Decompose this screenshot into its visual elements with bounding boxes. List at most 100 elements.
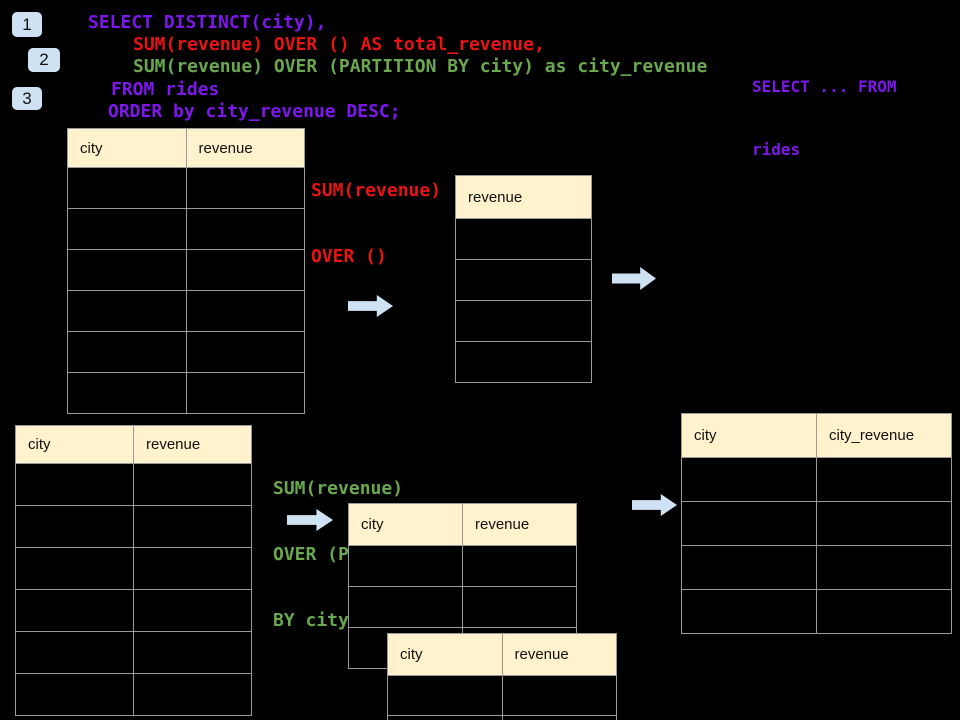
table-cell-empty	[348, 586, 463, 628]
step-badge-1: 1	[12, 12, 42, 37]
table-cell-empty	[133, 673, 252, 716]
table-cell-empty	[455, 259, 592, 301]
table-cell-empty	[681, 545, 817, 590]
table-cell-empty	[67, 372, 187, 414]
table-row	[455, 341, 592, 383]
table-cell-empty	[816, 457, 952, 502]
column-header-revenue: revenue	[185, 128, 305, 168]
table-cell-empty	[681, 501, 817, 546]
table-row	[15, 631, 252, 674]
sql-line-total-revenue: SUM(revenue) OVER () AS total_revenue,	[133, 34, 545, 55]
table-cell-empty	[15, 673, 134, 716]
table-row	[455, 300, 592, 342]
table-row	[387, 675, 617, 716]
column-header-city: city	[15, 425, 134, 464]
table-cell-empty	[185, 290, 305, 332]
table-row	[67, 208, 305, 250]
table-cell-empty	[15, 631, 134, 674]
table-cell-empty	[67, 167, 187, 209]
side-note-line-1: SELECT ... FROM	[752, 77, 897, 96]
table-cell-empty	[816, 501, 952, 546]
side-note-line-2: rides	[752, 140, 801, 159]
table-cell-empty	[185, 208, 305, 250]
table-cell-empty	[15, 463, 134, 506]
column-header-revenue: revenue	[455, 175, 592, 219]
table-partition-front: city revenue	[387, 633, 617, 720]
table-cell-empty	[462, 586, 577, 628]
table-cell-empty	[15, 589, 134, 632]
table-cell-empty	[455, 218, 592, 260]
table-row	[681, 457, 952, 502]
column-header-city-revenue: city_revenue	[816, 413, 952, 458]
sql-line-select: SELECT DISTINCT(city),	[88, 12, 327, 33]
annotation-line: SUM(revenue)	[311, 180, 442, 201]
table-final-result: city city_revenue	[681, 413, 952, 634]
table-cell-empty	[185, 331, 305, 373]
table-cell-empty	[681, 589, 817, 634]
table-row	[348, 586, 577, 628]
table-cell-empty	[816, 589, 952, 634]
table-cell-empty	[185, 372, 305, 414]
step-badge-3: 3	[12, 87, 42, 110]
annotation-sum-over-total: SUM(revenue) OVER ()	[311, 136, 441, 312]
table-cell-empty	[133, 505, 252, 548]
table-cell-empty	[185, 167, 305, 209]
annotation-line: BY city)	[273, 610, 360, 631]
table-cell-empty	[133, 547, 252, 590]
table-source-bottom: city revenue	[15, 425, 252, 716]
table-cell-empty	[185, 249, 305, 291]
table-cell-empty	[455, 300, 592, 342]
table-row	[67, 249, 305, 291]
table-row	[67, 290, 305, 332]
table-row	[15, 547, 252, 590]
table-source-top: city revenue	[67, 128, 305, 414]
table-cell-empty	[133, 631, 252, 674]
table-row	[15, 589, 252, 632]
table-cell-empty	[133, 589, 252, 632]
table-row	[15, 673, 252, 716]
table-cell-empty	[681, 457, 817, 502]
table-row	[348, 545, 577, 587]
table-row	[15, 505, 252, 548]
table-row	[67, 167, 305, 209]
table-row	[681, 545, 952, 590]
right-arrow-icon	[632, 494, 677, 516]
sql-line-city-revenue: SUM(revenue) OVER (PARTITION BY city) as…	[133, 56, 708, 77]
table-cell-empty	[501, 675, 617, 716]
table-row	[455, 259, 592, 301]
sql-line-from: FROM rides	[111, 79, 220, 100]
annotation-line: SUM(revenue)	[273, 478, 404, 499]
table-cell-empty	[67, 331, 187, 373]
table-row	[681, 589, 952, 634]
sql-line-order-by: ORDER by city_revenue DESC;	[108, 101, 401, 122]
table-row	[455, 218, 592, 260]
table-cell-empty	[15, 505, 134, 548]
table-cell-empty	[67, 208, 187, 250]
table-cell-empty	[133, 463, 252, 506]
column-header-city: city	[348, 503, 463, 546]
table-cell-empty	[67, 290, 187, 332]
table-cell-empty	[455, 341, 592, 383]
column-header-revenue: revenue	[462, 503, 577, 546]
column-header-city: city	[387, 633, 503, 676]
table-cell-empty	[462, 545, 577, 587]
side-note-select-from-rides: SELECT ... FROM rides	[752, 34, 897, 202]
table-cell-empty	[501, 715, 617, 720]
table-cell-empty	[387, 715, 503, 720]
table-total-revenue-result: revenue	[455, 175, 592, 383]
column-header-revenue: revenue	[501, 633, 617, 676]
table-row	[67, 331, 305, 373]
right-arrow-icon	[612, 267, 656, 290]
step-badge-2: 2	[28, 48, 60, 72]
annotation-line: OVER ()	[311, 246, 387, 267]
column-header-revenue: revenue	[133, 425, 252, 464]
table-row	[387, 715, 617, 720]
table-row	[15, 463, 252, 506]
table-cell-empty	[67, 249, 187, 291]
table-cell-empty	[816, 545, 952, 590]
table-row	[67, 372, 305, 414]
table-row	[681, 501, 952, 546]
column-header-city: city	[681, 413, 817, 458]
table-cell-empty	[387, 675, 503, 716]
table-cell-empty	[348, 545, 463, 587]
